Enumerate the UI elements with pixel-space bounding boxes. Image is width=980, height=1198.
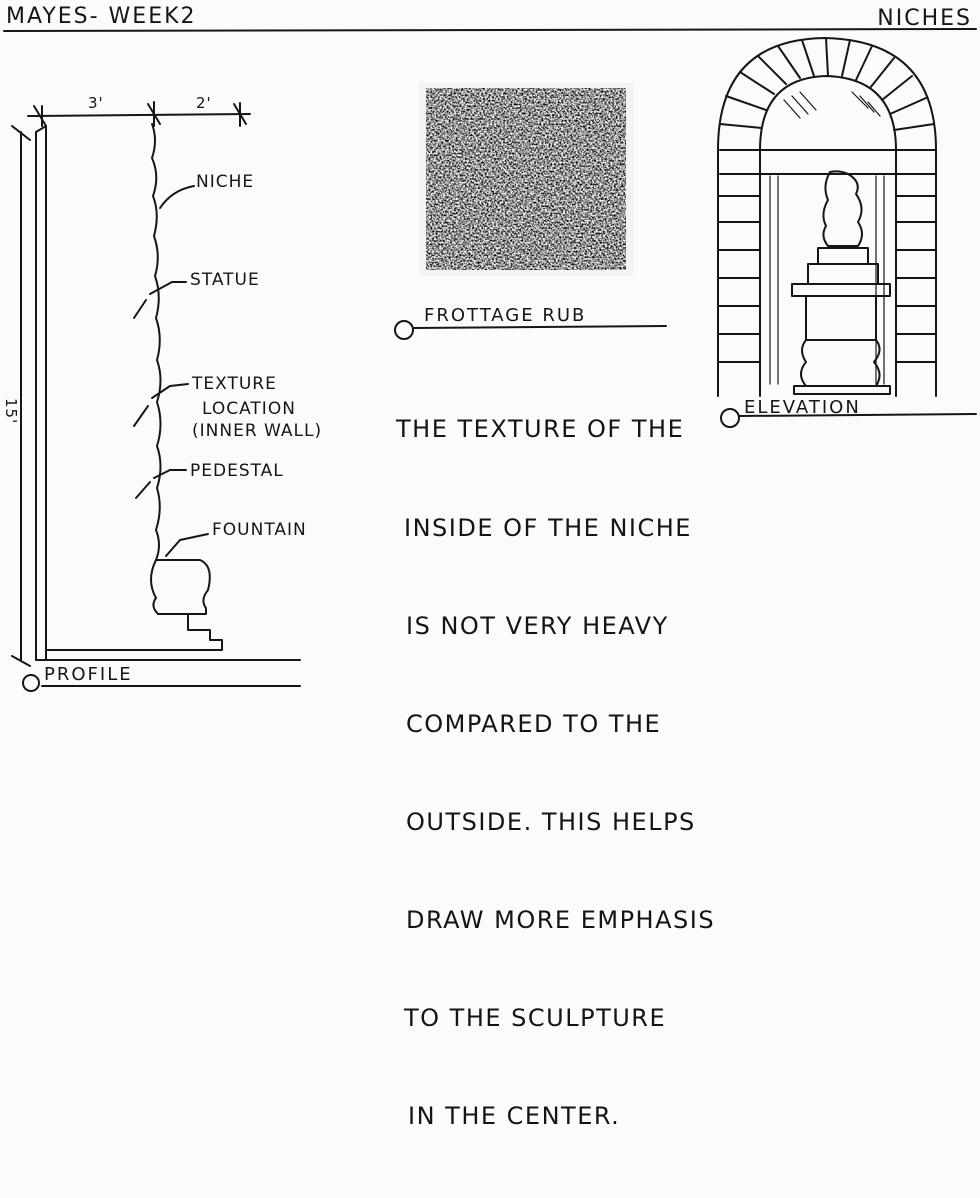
header-rule <box>3 28 977 32</box>
label-fountain: FOUNTAIN <box>212 520 307 540</box>
topic-title: NICHES <box>877 6 972 31</box>
description-line: TO THE SCULPTURE <box>404 1004 667 1033</box>
description-line: OUTSIDE. THIS HELPS <box>406 807 696 836</box>
description-line: INSIDE OF THE NICHE <box>404 513 692 542</box>
page-title: MAYES- WEEK2 <box>6 4 197 29</box>
label-niche: NICHE <box>196 172 255 192</box>
sketchbook-page: MAYES- WEEK2 NICHES 3' 2' 15' NICHE STAT… <box>2 4 977 1130</box>
label-inner-wall: (INNER WALL) <box>192 421 323 441</box>
frottage-caption-mark <box>394 320 667 340</box>
frottage-rub-image <box>420 84 632 274</box>
profile-caption: PROFILE <box>44 664 133 685</box>
label-statue: STATUE <box>190 270 260 290</box>
elevation-drawing <box>717 37 977 428</box>
dimension-height: 15' <box>2 398 20 425</box>
description-line: IN THE CENTER. <box>408 1102 621 1131</box>
frottage-caption: FROTTAGE RUB <box>424 305 587 326</box>
label-location: LOCATION <box>202 399 296 419</box>
dimension-depth-left: 3' <box>88 94 104 112</box>
texture-description: THE TEXTURE OF THE INSIDE OF THE NICHE I… <box>396 348 715 1198</box>
dimension-depth-right: 2' <box>196 94 212 112</box>
label-texture: TEXTURE <box>192 374 277 394</box>
sketch-drawing <box>3 28 977 692</box>
description-line: DRAW MORE EMPHASIS <box>406 905 716 934</box>
label-pedestal: PEDESTAL <box>190 461 284 481</box>
description-line: COMPARED TO THE <box>406 709 662 738</box>
description-line: THE TEXTURE OF THE <box>396 415 685 444</box>
profile-drawing <box>11 101 301 692</box>
elevation-caption: ELEVATION <box>744 397 861 418</box>
description-line: IS NOT VERY HEAVY <box>406 611 669 640</box>
